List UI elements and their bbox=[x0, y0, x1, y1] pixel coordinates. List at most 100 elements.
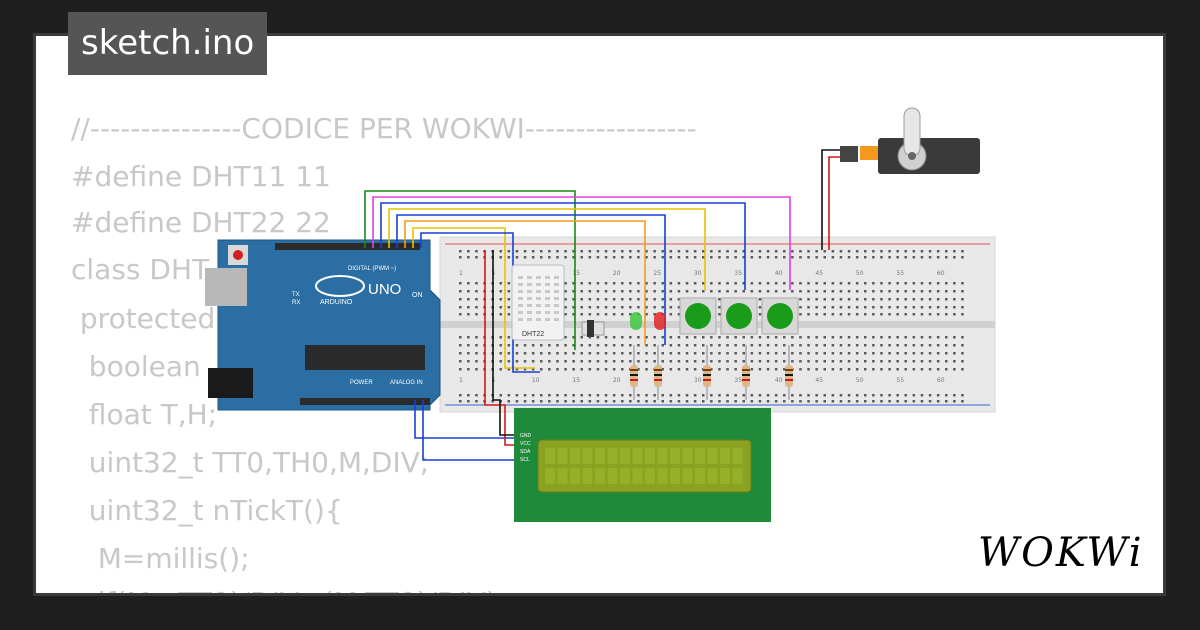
breadboard-hole bbox=[904, 360, 907, 363]
breadboard-hole bbox=[507, 352, 511, 355]
breadboard-hole bbox=[531, 344, 535, 347]
breadboard-hole bbox=[807, 256, 810, 259]
breadboard-hole bbox=[653, 400, 656, 403]
digital-header bbox=[275, 243, 420, 250]
breadboard-hole bbox=[823, 360, 826, 363]
breadboard-hole bbox=[953, 360, 956, 363]
breadboard-hole bbox=[791, 360, 794, 363]
dht22-sensor[interactable]: DHT22 bbox=[511, 264, 565, 341]
breadboard-hole bbox=[904, 250, 907, 253]
dht-grille-slot bbox=[545, 290, 550, 293]
resistors bbox=[630, 345, 793, 400]
breadboard-hole bbox=[467, 256, 470, 259]
breadboard-hole bbox=[831, 368, 835, 371]
breadboard-hole bbox=[936, 313, 940, 316]
breadboard-hole bbox=[637, 336, 640, 339]
breadboard-hole bbox=[580, 394, 583, 397]
breadboard-hole bbox=[491, 400, 494, 403]
breadboard-hole bbox=[847, 352, 851, 355]
breadboard-hole bbox=[580, 306, 583, 309]
breadboard-col-number: 10 bbox=[532, 377, 540, 384]
breadboard-hole bbox=[661, 336, 664, 339]
breadboard-hole bbox=[726, 290, 729, 293]
breadboard-hole bbox=[718, 250, 721, 253]
breadboard-hole bbox=[904, 368, 907, 371]
push-button-1[interactable] bbox=[679, 297, 717, 335]
breadboard-hole bbox=[855, 290, 859, 293]
breadboard-col-number: 30 bbox=[694, 377, 702, 384]
breadboard-col-number: 45 bbox=[815, 270, 823, 277]
breadboard-hole bbox=[936, 352, 940, 355]
breadboard-hole bbox=[896, 290, 899, 293]
breadboard-hole bbox=[807, 290, 810, 293]
breadboard-hole bbox=[726, 256, 729, 259]
breadboard-hole bbox=[945, 344, 948, 347]
resistor-band bbox=[785, 374, 793, 376]
breadboard-hole bbox=[629, 352, 632, 355]
lcd-char-cell bbox=[545, 468, 555, 484]
breadboard-hole bbox=[718, 344, 721, 347]
breadboard-hole bbox=[847, 394, 851, 397]
breadboard-hole bbox=[791, 400, 794, 403]
breadboard-hole bbox=[726, 336, 729, 339]
breadboard-hole bbox=[839, 368, 843, 371]
breadboard-hole bbox=[807, 368, 810, 371]
breadboard-hole bbox=[872, 282, 875, 285]
breadboard-hole bbox=[523, 352, 527, 355]
push-button-3[interactable] bbox=[761, 297, 799, 335]
breadboard-hole bbox=[612, 290, 616, 293]
breadboard-hole bbox=[831, 282, 835, 285]
breadboard-hole bbox=[855, 344, 859, 347]
breadboard-hole bbox=[621, 256, 624, 259]
breadboard-hole bbox=[459, 250, 462, 253]
breadboard-hole bbox=[823, 306, 826, 309]
breadboard-hole bbox=[888, 250, 891, 253]
breadboard-hole bbox=[872, 352, 875, 355]
breadboard-hole bbox=[693, 256, 697, 259]
green-led[interactable] bbox=[630, 312, 642, 330]
breadboard-hole bbox=[734, 250, 737, 253]
arduino-on-label: ON bbox=[412, 292, 423, 299]
breadboard-hole bbox=[961, 250, 964, 253]
servo-motor[interactable] bbox=[840, 107, 980, 174]
breadboard-hole bbox=[467, 250, 470, 253]
file-tab[interactable]: sketch.ino bbox=[68, 12, 268, 75]
breadboard-hole bbox=[580, 336, 583, 339]
dht-grille-slot bbox=[536, 297, 541, 300]
breadboard-hole bbox=[499, 256, 502, 259]
breadboard-hole bbox=[750, 336, 754, 339]
breadboard-hole bbox=[548, 368, 551, 371]
breadboard-hole bbox=[783, 352, 786, 355]
breadboard-hole bbox=[693, 400, 697, 403]
arduino-uno[interactable]: ARDUINO UNO ON TX RX DIGITAL (PWM ~) POW… bbox=[205, 239, 441, 411]
breadboard-hole bbox=[872, 400, 875, 403]
breadboard-hole bbox=[839, 352, 843, 355]
breadboard-hole bbox=[928, 360, 932, 363]
breadboard-hole bbox=[507, 313, 511, 316]
breadboard-hole bbox=[718, 368, 721, 371]
push-button-2[interactable] bbox=[720, 297, 758, 335]
breadboard-hole bbox=[815, 250, 818, 253]
breadboard-hole bbox=[467, 313, 470, 316]
breadboard-hole bbox=[815, 282, 818, 285]
breadboard-hole bbox=[685, 344, 689, 347]
lcd-display[interactable]: GND VCC SDA SCL bbox=[514, 408, 771, 522]
breadboard-hole bbox=[693, 290, 697, 293]
breadboard-hole bbox=[872, 313, 875, 316]
breadboard-hole bbox=[637, 368, 640, 371]
breadboard-hole bbox=[758, 400, 762, 403]
red-led[interactable] bbox=[654, 312, 666, 330]
breadboard-hole bbox=[507, 256, 511, 259]
breadboard-hole bbox=[596, 394, 600, 397]
breadboard-hole bbox=[588, 282, 592, 285]
breadboard-hole bbox=[734, 256, 737, 259]
breadboard-hole bbox=[621, 368, 624, 371]
breadboard-hole bbox=[920, 298, 924, 301]
breadboard-col-number: 50 bbox=[856, 270, 864, 277]
breadboard-hole bbox=[459, 400, 462, 403]
breadboard-hole bbox=[783, 250, 786, 253]
resistor-band bbox=[785, 369, 793, 371]
breadboard-hole bbox=[864, 368, 867, 371]
breadboard-hole bbox=[677, 360, 681, 363]
dht-grille-slot bbox=[545, 297, 550, 300]
